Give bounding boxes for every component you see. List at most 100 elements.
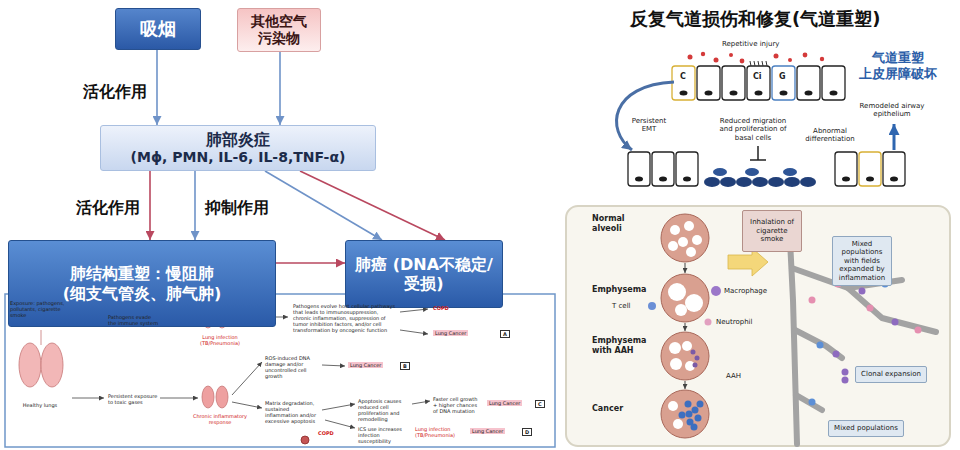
annotation-text: Reduced migration and proliferation of b…	[714, 117, 792, 142]
basal-cell	[704, 177, 720, 187]
panel-heading: 反复气道损伤和修复(气道重塑)	[630, 8, 880, 30]
flow-arrow	[156, 50, 158, 125]
annotation-text: Matrix degradation, sustained inflammati…	[265, 400, 320, 424]
cell-nucleus	[635, 177, 643, 182]
stage-label: Cancer	[592, 404, 623, 414]
annotation-text: Repetitive injury	[722, 40, 779, 48]
tumor-cells	[679, 401, 704, 431]
basal-cell	[704, 168, 816, 187]
epithelial-cell	[676, 152, 698, 186]
box-title: Clonal expansion	[861, 370, 921, 378]
basal-cell	[745, 168, 759, 176]
cilia	[762, 61, 763, 66]
tumor-cells	[691, 424, 698, 431]
cell-population	[809, 297, 816, 304]
box-title: 吸烟	[140, 18, 176, 40]
box-title: 其他空气 污染物	[243, 13, 315, 47]
edge-label: 抑制作用	[205, 198, 269, 217]
epithelial-cell	[772, 66, 795, 100]
differentiation-arrow	[893, 124, 896, 150]
basal-cell	[768, 177, 784, 187]
process-box: 肺部炎症(Mɸ, PMN, IL-6, IL-8,TNF-α)	[100, 125, 376, 171]
process-box: Clonal expansion	[855, 366, 927, 383]
lung-icon	[41, 330, 42, 345]
box-title: Mixed populations with fields expanded b…	[837, 240, 887, 282]
alveolar-space	[684, 221, 694, 231]
alveolus	[661, 214, 709, 438]
edge-label: 活化作用	[76, 198, 140, 217]
pathway-arrow	[160, 398, 198, 399]
alveolus	[661, 274, 709, 322]
injury-dots	[714, 58, 719, 63]
injury-dots	[803, 53, 808, 58]
pathway-arrow	[322, 365, 345, 366]
cell-population	[809, 281, 922, 406]
airway-tree	[790, 240, 936, 444]
epithelial-cell	[859, 152, 881, 186]
tumor-cells	[697, 401, 704, 408]
annotation-text: Exposure: pathogens, pollutants, cigaret…	[10, 300, 70, 318]
cilia	[750, 61, 751, 66]
outcome-tag: Lung Cancer	[487, 400, 522, 406]
injury-dots	[729, 53, 733, 57]
pathway-arrow	[400, 330, 428, 334]
box-title: Mixed populations	[834, 424, 898, 432]
emt-arrow	[617, 82, 674, 150]
cell-letter: Ci	[753, 72, 762, 82]
alveolar-space	[668, 221, 703, 429]
cell-population	[859, 288, 866, 295]
alveolar-space	[685, 294, 703, 312]
pathway-arrow	[232, 402, 262, 408]
pathway-arrow	[412, 401, 430, 404]
annotation-text: Persistent EMT	[626, 117, 672, 134]
process-box: Mixed populations	[828, 420, 904, 437]
remodeling-note: 气道重塑 上皮屏障破坏	[852, 50, 944, 81]
annotation-text: Abnormal differentiation	[797, 127, 863, 144]
tumor-cells	[679, 412, 686, 419]
epithelial-cell	[628, 152, 650, 186]
injury-dots	[788, 58, 792, 62]
cell-nucleus	[805, 91, 813, 96]
alveolar-space	[692, 235, 702, 245]
atypical-cells	[691, 350, 700, 368]
cell-nucleus	[705, 91, 713, 96]
annotation-text: Pathogens evolve host cellular pathways …	[293, 303, 398, 333]
panel-letter: C	[535, 400, 545, 408]
epithelial-cell	[628, 66, 905, 186]
alveolar-space	[670, 358, 682, 370]
lung-icon	[41, 343, 63, 387]
cell-nucleus	[890, 177, 898, 182]
box-title: 肺癌 (DNA不稳定/受损)	[350, 255, 498, 293]
immune-cells	[648, 302, 656, 310]
cell-population	[842, 369, 849, 376]
panel-letter: D	[522, 428, 532, 436]
process-box: 肺结构重塑：慢阻肺 (细支气管炎、肺气肿)	[8, 240, 276, 327]
alveolar-space	[668, 283, 686, 301]
annotation-text: Persistent exposure to toxic gases	[108, 393, 158, 405]
outcome-tag: Lung Cancer	[470, 428, 505, 434]
box-title: 肺部炎症	[206, 130, 270, 149]
pathway-arrow	[232, 362, 262, 395]
progression-arrow	[685, 381, 686, 389]
cilia	[758, 61, 759, 66]
process-box: 其他空气 污染物	[237, 8, 321, 52]
injury-dots	[688, 52, 825, 64]
cell-nucleus	[683, 177, 691, 182]
atypical-cells	[691, 350, 696, 355]
flow-arrow	[276, 262, 345, 264]
lung-icon	[19, 343, 41, 387]
cell-population	[915, 327, 922, 334]
basal-cell	[713, 168, 727, 176]
basal-cell	[800, 177, 816, 187]
annotation-text: Remodeled airway epithelium	[852, 102, 932, 119]
virus-icon	[301, 436, 309, 444]
injury-dots	[688, 55, 693, 60]
annotation-text: Healthy lungs	[10, 402, 70, 408]
injury-dots	[820, 57, 824, 61]
cell-nucleus	[780, 91, 788, 96]
epithelial-cell	[672, 66, 695, 100]
alveolus	[661, 332, 709, 380]
lung-icon	[202, 386, 214, 408]
cell-nucleus	[635, 91, 898, 182]
